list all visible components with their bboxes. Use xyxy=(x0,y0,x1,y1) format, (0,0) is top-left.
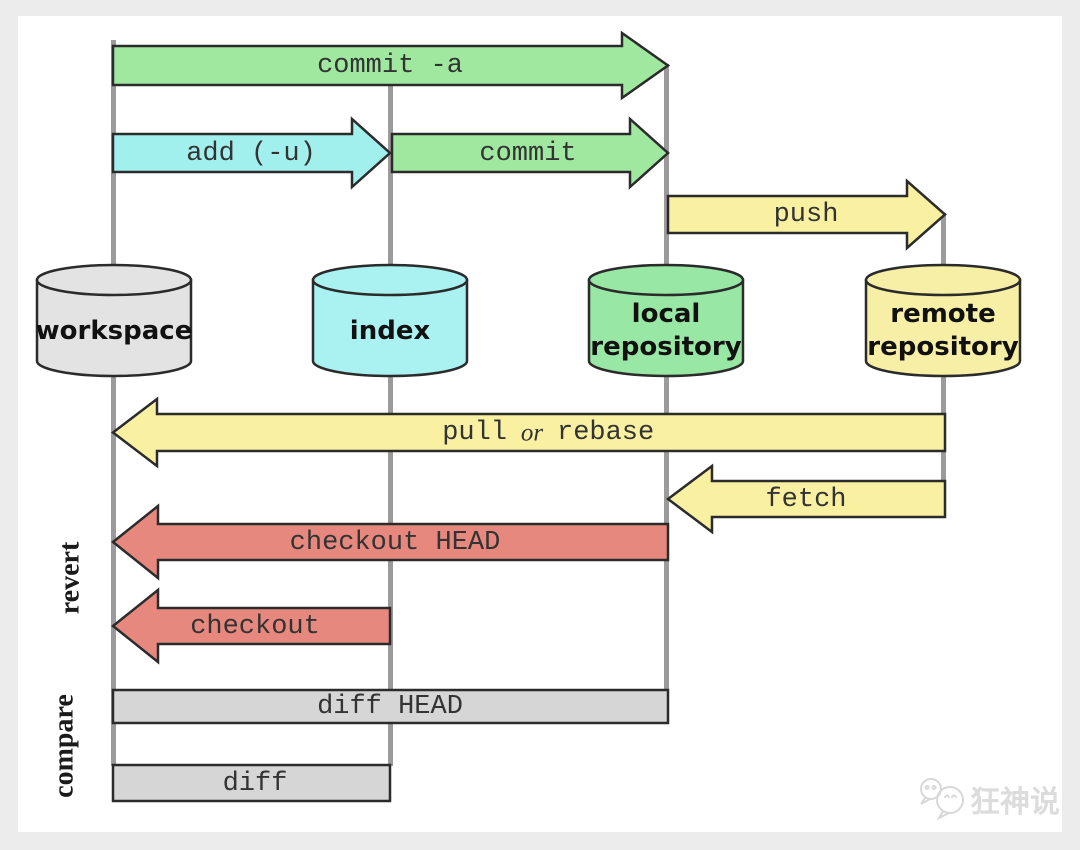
workspace-lifeline xyxy=(111,40,116,766)
revert-section-label: revert xyxy=(55,541,86,614)
wechat-bubbles-icon xyxy=(920,778,964,821)
watermark: 狂神说 xyxy=(920,778,1060,821)
checkout-arrow xyxy=(110,587,392,665)
remote-repository-cylinder: remote repository xyxy=(864,263,1022,378)
pull-or-label: or xyxy=(521,420,544,447)
fetch-arrow xyxy=(665,463,947,535)
checkout-head-label: checkout HEAD xyxy=(290,528,501,558)
workspace-label: workspace xyxy=(36,316,193,346)
local-repository-cylinder-top xyxy=(587,263,745,297)
add-arrow xyxy=(111,116,392,190)
workspace-cylinder: workspace xyxy=(35,263,193,378)
diff-label: diff xyxy=(223,769,288,799)
watermark-text: 狂神说 xyxy=(970,785,1060,820)
checkout-label: checkout xyxy=(190,612,320,642)
index-cylinder-body xyxy=(311,278,469,378)
compare-section-label: compare xyxy=(49,694,80,798)
local-repository-label-line2: repository xyxy=(590,332,741,362)
diff-bar xyxy=(111,763,392,803)
remote-repository-label-line1: remote xyxy=(890,299,995,329)
commit-a-label: commit -a xyxy=(317,51,463,81)
local-repository-cylinder-body xyxy=(587,278,745,378)
checkout-head-arrow xyxy=(110,503,670,581)
remote-repository-cylinder-top xyxy=(864,263,1022,297)
diff-head-bar xyxy=(111,688,670,725)
push-arrow xyxy=(666,178,947,251)
commit-a-arrow xyxy=(111,30,671,101)
index-cylinder-top xyxy=(311,263,469,297)
local-repository-label-line1: local xyxy=(632,299,701,329)
commit-arrow xyxy=(390,116,670,190)
diff-head-label: diff HEAD xyxy=(317,692,463,722)
remote-repository-cylinder-body xyxy=(864,278,1022,378)
workspace-cylinder-body xyxy=(35,278,193,378)
add-label: add (-u) xyxy=(186,139,316,169)
rebase-label: rebase xyxy=(557,418,654,448)
pull-label: pull xyxy=(442,418,507,448)
remote-repository-label-line2: repository xyxy=(867,332,1018,362)
local-repository-cylinder: local repository xyxy=(587,263,745,378)
pull-or-rebase-arrow xyxy=(110,396,947,469)
index-label: index xyxy=(350,316,431,346)
commit-label: commit xyxy=(479,139,576,169)
push-label: push xyxy=(774,200,839,230)
workspace-cylinder-top xyxy=(35,263,193,297)
fetch-label: fetch xyxy=(765,485,846,515)
index-cylinder: index xyxy=(311,263,469,378)
